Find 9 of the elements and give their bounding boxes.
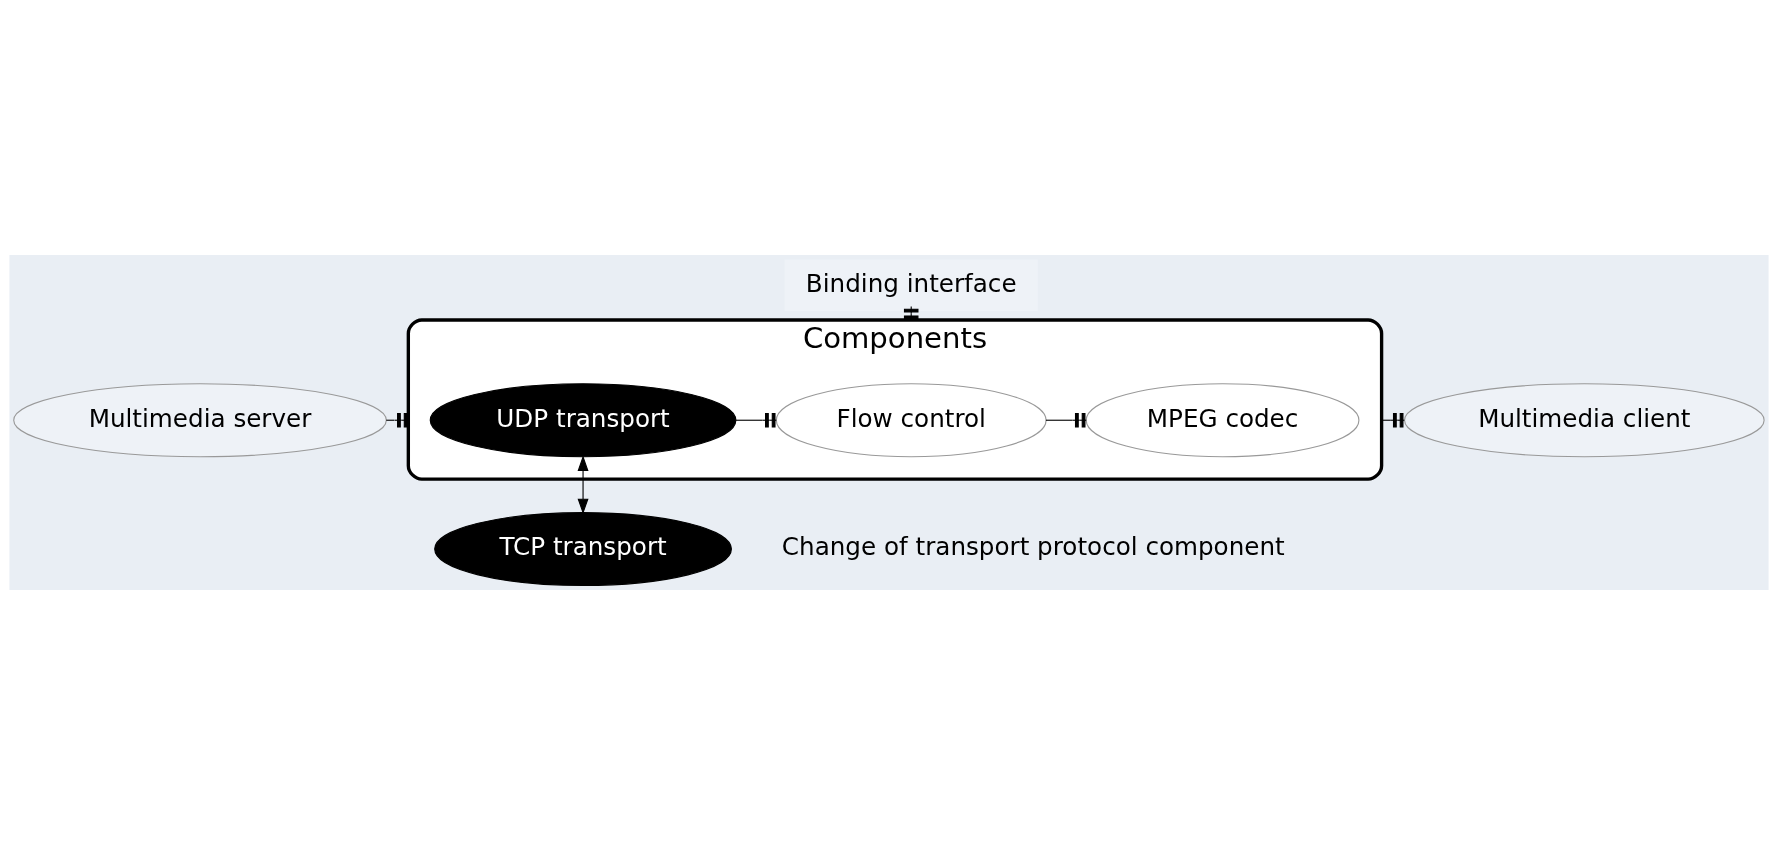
node-ellipse: UDP transport — [429, 383, 736, 458]
arrow — [577, 455, 589, 515]
node-ellipse: Multimedia server — [12, 383, 387, 458]
node-text: Binding interface — [805, 268, 1017, 298]
node-ellipse: Multimedia client — [1403, 383, 1765, 458]
node-ellipse: Flow control — [775, 383, 1047, 458]
label: Change of transport protocol component — [781, 532, 1285, 562]
node-ellipse: TCP transport — [433, 512, 732, 587]
node-ellipse: MPEG codec — [1085, 383, 1359, 458]
